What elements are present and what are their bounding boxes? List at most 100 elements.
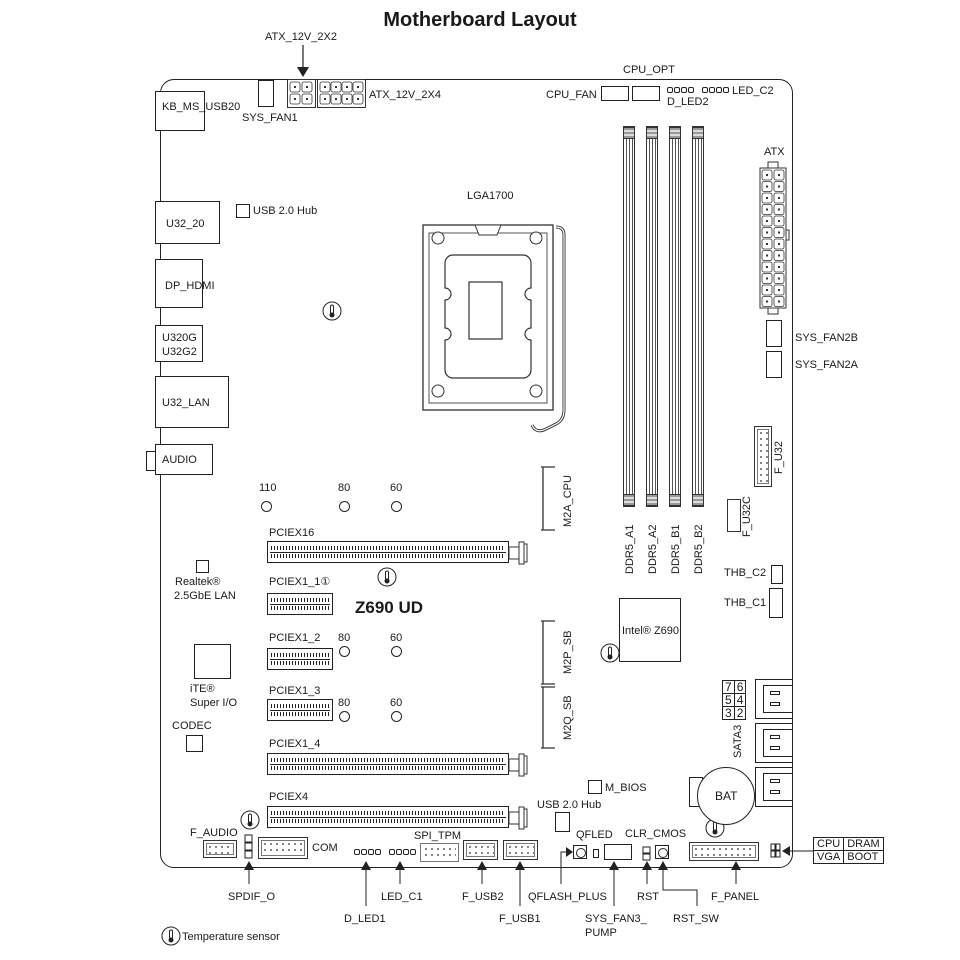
pciex4-label: PCIEX4 [269, 791, 309, 803]
atx-24pin-connector [759, 161, 790, 315]
qflash-plus-button[interactable] [573, 845, 587, 859]
thermometer-icon [600, 643, 620, 663]
qfled-indicator [593, 849, 599, 858]
pciex1-3-slot[interactable] [267, 699, 333, 721]
pcie-retention-clips [508, 541, 528, 830]
sata-port-number: 2 [733, 706, 747, 720]
atx-pin-contact [766, 289, 768, 291]
led-c2-header [702, 87, 729, 94]
m-bios-label: M_BIOS [605, 782, 647, 794]
sys-fan2a-header [766, 351, 782, 378]
debug-led-pointer-line [789, 850, 814, 852]
pciex1-4-label: PCIEX1_4 [269, 738, 321, 750]
io-u32-20: U32_20 [155, 201, 220, 244]
io-u32-lan: U32_LAN [155, 376, 229, 428]
f-audio-header [203, 840, 237, 858]
dimm-slot-a2[interactable] [646, 126, 658, 507]
rst-sw-button[interactable] [655, 845, 669, 859]
pciex16-slot[interactable] [267, 541, 509, 563]
atx-pin-contact [766, 254, 768, 257]
f-usb2-label: F_USB2 [462, 891, 504, 903]
standoff-label: 80 [338, 482, 351, 494]
io-label: DP_HDMI [165, 280, 215, 292]
f-usb2-header [463, 840, 498, 860]
realtek-label-1: Realtek® [175, 576, 221, 588]
debug-led-boot: BOOT [843, 850, 884, 864]
standoff-label: 80 [338, 697, 351, 709]
atx-pin-contact [766, 277, 768, 280]
realtek-lan-chip [196, 560, 209, 573]
atx-pin-contact [778, 174, 780, 176]
f-usb1-label: F_USB1 [499, 913, 541, 925]
atx-pin-contact [766, 231, 768, 234]
thb-c2-header [771, 565, 783, 584]
f-u32c-header [727, 499, 741, 532]
sata-connector-5-4[interactable] [755, 723, 793, 763]
io-dp-hdmi: DP_HDMI [155, 259, 215, 308]
pciex1-3-label: PCIEX1_3 [269, 685, 321, 697]
cpu-fan-label: CPU_FAN [546, 89, 597, 101]
io-label: U320G [162, 332, 197, 344]
dimm-slot-a1[interactable] [623, 126, 635, 507]
standoff-hole [391, 711, 402, 722]
pciex1-2-slot[interactable] [267, 648, 333, 670]
sata-port-number: 5 [722, 693, 735, 707]
f-audio-label: F_AUDIO [190, 827, 238, 839]
atx-pin-contact [766, 197, 768, 199]
atx-pin-contact [766, 266, 768, 268]
thb-c1-label: THB_C1 [724, 597, 767, 609]
standoff-hole [391, 501, 402, 512]
m-bios-chip [588, 780, 602, 794]
chipset-z690: Intel® Z690 [619, 598, 681, 662]
spi-tpm-header [420, 843, 459, 862]
dimm-slot-b1[interactable] [669, 126, 681, 507]
chipset-label: Intel® Z690 [622, 625, 680, 637]
pciex4-slot[interactable] [267, 806, 509, 828]
sys-fan3-label-1: SYS_FAN3_ [585, 913, 647, 925]
atx-12v-2x2-label: ATX_12V_2X2 [265, 31, 337, 43]
thermometer-icon [161, 926, 181, 946]
atx-12v-2x2-arrow [297, 45, 309, 77]
io-label: AUDIO [162, 454, 197, 466]
rst-label: RST [637, 891, 659, 903]
io-label: U32_LAN [162, 397, 210, 409]
io-label: U32G2 [162, 346, 197, 358]
atx-pin-contact [778, 220, 780, 222]
io-audio: AUDIO [155, 444, 213, 475]
clr-cmos-jumper[interactable] [642, 846, 652, 862]
spdif-o-label: SPDIF_O [228, 891, 276, 903]
atx-pin-contact [766, 300, 768, 303]
sys-fan2b-label: SYS_FAN2B [795, 332, 858, 344]
board-model: Z690 UD [355, 598, 424, 617]
clr-cmos-label: CLR_CMOS [625, 828, 687, 840]
atx-pin-contact [766, 243, 768, 245]
realtek-label-2: 2.5GbE LAN [174, 590, 236, 602]
f-u32-header [754, 426, 772, 487]
f-panel-header [689, 842, 759, 861]
atx-pin-contact [778, 185, 780, 188]
com-header [258, 837, 308, 859]
debug-led-dram: DRAM [843, 837, 884, 851]
spi-tpm-label: SPI_TPM [414, 830, 462, 842]
standoff-hole [391, 646, 402, 657]
io-kb-ms-usb20: KB_MS_USB20 [155, 91, 240, 131]
page-title: Motherboard Layout [383, 9, 577, 31]
led-c1-label: LED_C1 [381, 891, 423, 903]
codec-label: CODEC [172, 720, 212, 732]
sata-connector-7-6[interactable] [755, 679, 793, 719]
atx-pin-contact [766, 185, 768, 188]
dimm-slot-b2[interactable] [692, 126, 704, 507]
io-u320g-u32g2: U320G U32G2 [155, 325, 203, 362]
sata-connector-3-2[interactable] [755, 767, 793, 807]
cpu-fan-header [601, 86, 629, 101]
d-led1-header [354, 849, 381, 856]
atx-pin-contact [778, 300, 780, 303]
pciex1-4-slot[interactable] [267, 753, 509, 775]
usb-hub-chip-bottom [555, 812, 570, 832]
atx-pin-contact [778, 289, 780, 291]
pciex1-1-slot[interactable] [267, 593, 333, 615]
standoff-hole [339, 501, 350, 512]
sys-fan1-header [258, 80, 274, 107]
standoff-hole [339, 711, 350, 722]
